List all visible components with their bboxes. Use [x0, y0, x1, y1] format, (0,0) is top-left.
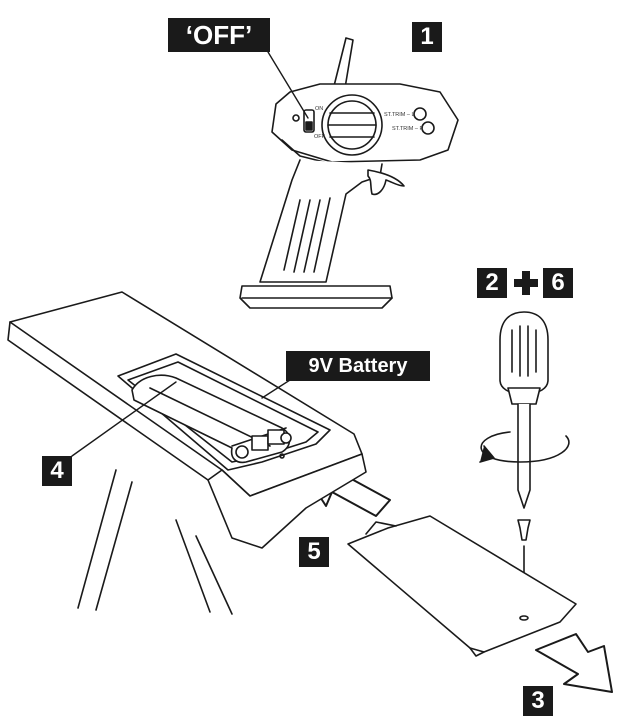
car-chassis-illustration: [7, 291, 367, 615]
chassis-support-right: [175, 519, 233, 615]
switch-off-text: OFF: [314, 134, 326, 140]
screwdriver-handle: [499, 311, 549, 395]
battery-compartment: [117, 353, 331, 471]
screwdriver-illustration: [479, 311, 570, 617]
trigger: [367, 169, 405, 196]
step-5-label: 5: [299, 537, 329, 567]
step-1-label: 1: [412, 22, 442, 52]
trim-r-text: ST.TRIM – R: [392, 126, 424, 132]
transmitter-illustration: [239, 37, 459, 309]
chassis-support-left: [77, 469, 133, 611]
rotation-arrow: [480, 431, 570, 463]
step-6-label: 6: [543, 268, 573, 298]
transmitter-grip: [259, 159, 383, 283]
transmitter-base: [239, 285, 393, 309]
screw: [517, 519, 531, 541]
remove-arrow: [535, 633, 613, 693]
battery-cover: [347, 515, 577, 653]
step-3-label: 3: [523, 686, 553, 716]
plus-icon: [514, 271, 538, 295]
screwdriver-shaft: [517, 403, 531, 509]
chassis-front: [207, 453, 367, 549]
trim-l-text: ST.TRIM – L: [384, 112, 415, 118]
trim-knob-r: [421, 121, 435, 135]
trim-knob-l: [413, 107, 427, 121]
switch-on-text: ON: [315, 106, 323, 112]
battery-label: 9V Battery: [286, 351, 430, 381]
step-2-label: 2: [477, 268, 507, 298]
battery-cover-illustration: [347, 515, 577, 657]
antenna: [333, 37, 354, 89]
off-label: ‘OFF’: [168, 18, 270, 52]
step-4-label: 4: [42, 456, 72, 486]
